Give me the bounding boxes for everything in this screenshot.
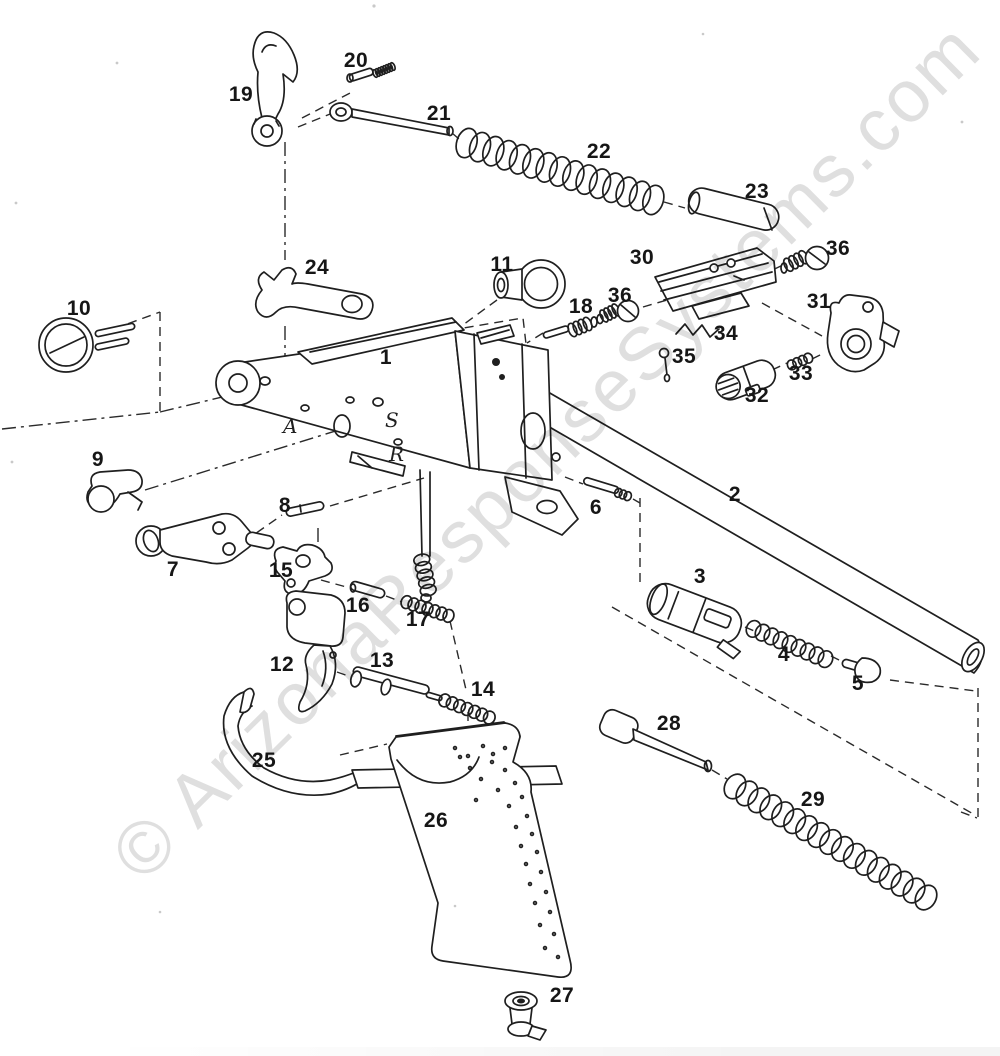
part-36-screw-top [781, 247, 829, 274]
part-label-20: 20 [343, 49, 369, 72]
part-32-knurled-plug [712, 357, 780, 406]
part-label-22: 22 [586, 140, 612, 163]
part-12-trigger [286, 591, 345, 712]
part-label-35: 35 [671, 345, 697, 368]
scan-edge-shading [0, 1047, 1000, 1056]
part-label-26: 26 [423, 809, 449, 832]
part-label-36-top: 36 [825, 237, 851, 260]
part-label-4: 4 [777, 643, 791, 666]
part-label-27: 27 [549, 984, 575, 1007]
part-label-19: 19 [228, 83, 254, 106]
part-label-17: 17 [405, 608, 431, 631]
part-label-21: 21 [426, 102, 452, 125]
part-10-takedown-knob [39, 318, 135, 372]
part-11-bushing [494, 260, 565, 308]
part-label-24: 24 [304, 256, 330, 279]
part-label-34: 34 [713, 322, 739, 345]
part-26-grip [389, 722, 571, 977]
part-label-10: 10 [66, 297, 92, 320]
part-label-7: 7 [166, 558, 180, 581]
part-label-29: 29 [800, 788, 826, 811]
part-label-3: 3 [693, 565, 707, 588]
part-label-31: 31 [806, 290, 832, 313]
receiver-selector-markings: A S R [281, 408, 404, 466]
marking-a: A [281, 414, 297, 438]
part-label-11: 11 [490, 253, 514, 276]
part-29-recoil-spring [720, 770, 941, 914]
part-1-receiver [216, 318, 578, 602]
part-34-wire-spring [676, 324, 719, 337]
part-label-30: 30 [629, 246, 655, 269]
part-label-18: 18 [568, 295, 594, 318]
scan-noise [10, 4, 964, 914]
part-8-pin [286, 501, 325, 517]
part-30-sight-base [655, 248, 776, 319]
part-label-5: 5 [851, 672, 865, 695]
part-31-rear-sight [827, 295, 899, 372]
part-16-pin [350, 581, 386, 599]
part-28-firing-pin [597, 707, 712, 771]
part-35-screw [660, 349, 670, 382]
part-19-hammer [252, 32, 297, 146]
part-3-bolt [639, 579, 754, 660]
part-label-33: 33 [788, 362, 814, 385]
part-label-23: 23 [744, 180, 770, 203]
part-23-buffer [686, 185, 782, 232]
part-2-barrel [507, 381, 989, 675]
part-18-pin [543, 316, 597, 339]
part-label-28: 28 [656, 712, 682, 735]
part-24-lever [256, 268, 373, 319]
part-label-15: 15 [268, 559, 294, 582]
grip-texture-stipple [454, 745, 560, 959]
marking-r: R [388, 442, 404, 466]
part-17-spring [399, 594, 455, 623]
part-label-16: 16 [345, 594, 371, 617]
part-6-pin [583, 477, 633, 502]
part-label-14: 14 [470, 678, 496, 701]
part-label-32: 32 [744, 384, 770, 407]
part-label-36-mid: 36 [607, 284, 633, 307]
part-4-spring [744, 618, 835, 669]
part-27-grip-bushing [505, 992, 546, 1040]
part-5-pin [841, 658, 880, 682]
part-label-1: 1 [379, 346, 393, 369]
part-label-13: 13 [369, 649, 395, 672]
part-label-9: 9 [91, 448, 105, 471]
part-22-spring [453, 126, 668, 217]
part-36-screw-mid [597, 301, 639, 324]
part-7-lever [136, 514, 275, 564]
part-20-screw [347, 62, 396, 82]
part-label-6: 6 [589, 496, 603, 519]
part-15-sear [275, 545, 333, 595]
marking-s: S [385, 408, 399, 432]
part-label-12: 12 [269, 653, 295, 676]
part-label-2: 2 [728, 483, 742, 506]
part-label-25: 25 [251, 749, 277, 772]
part-9-latch [87, 470, 142, 512]
part-33-spring [786, 352, 814, 371]
part-13-pin [349, 666, 442, 701]
part-21-pivot-pin [330, 103, 453, 136]
part-label-8: 8 [278, 494, 292, 517]
